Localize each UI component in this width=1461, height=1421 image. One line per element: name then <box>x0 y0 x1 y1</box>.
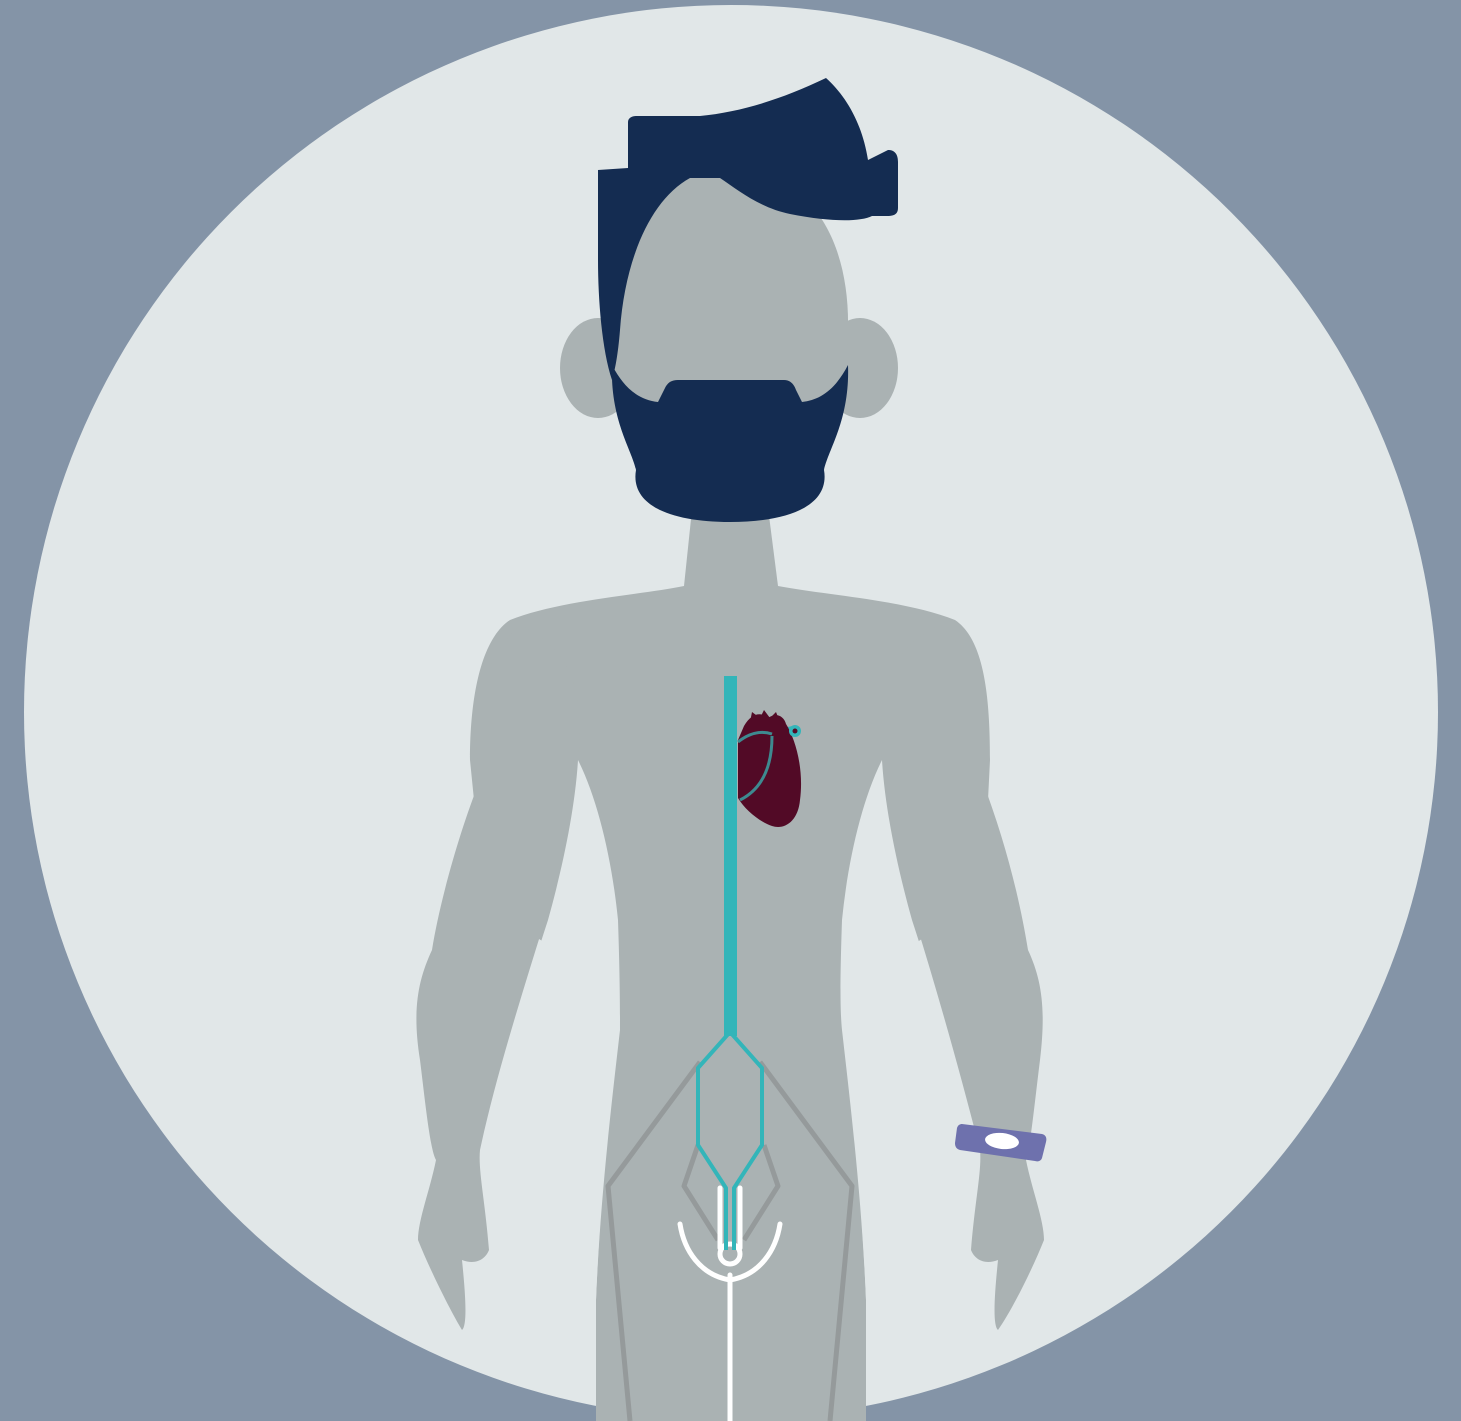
heart-icon <box>738 710 801 827</box>
heart-vessel-end-inner <box>793 729 798 734</box>
catheter-vertical <box>724 676 737 1036</box>
